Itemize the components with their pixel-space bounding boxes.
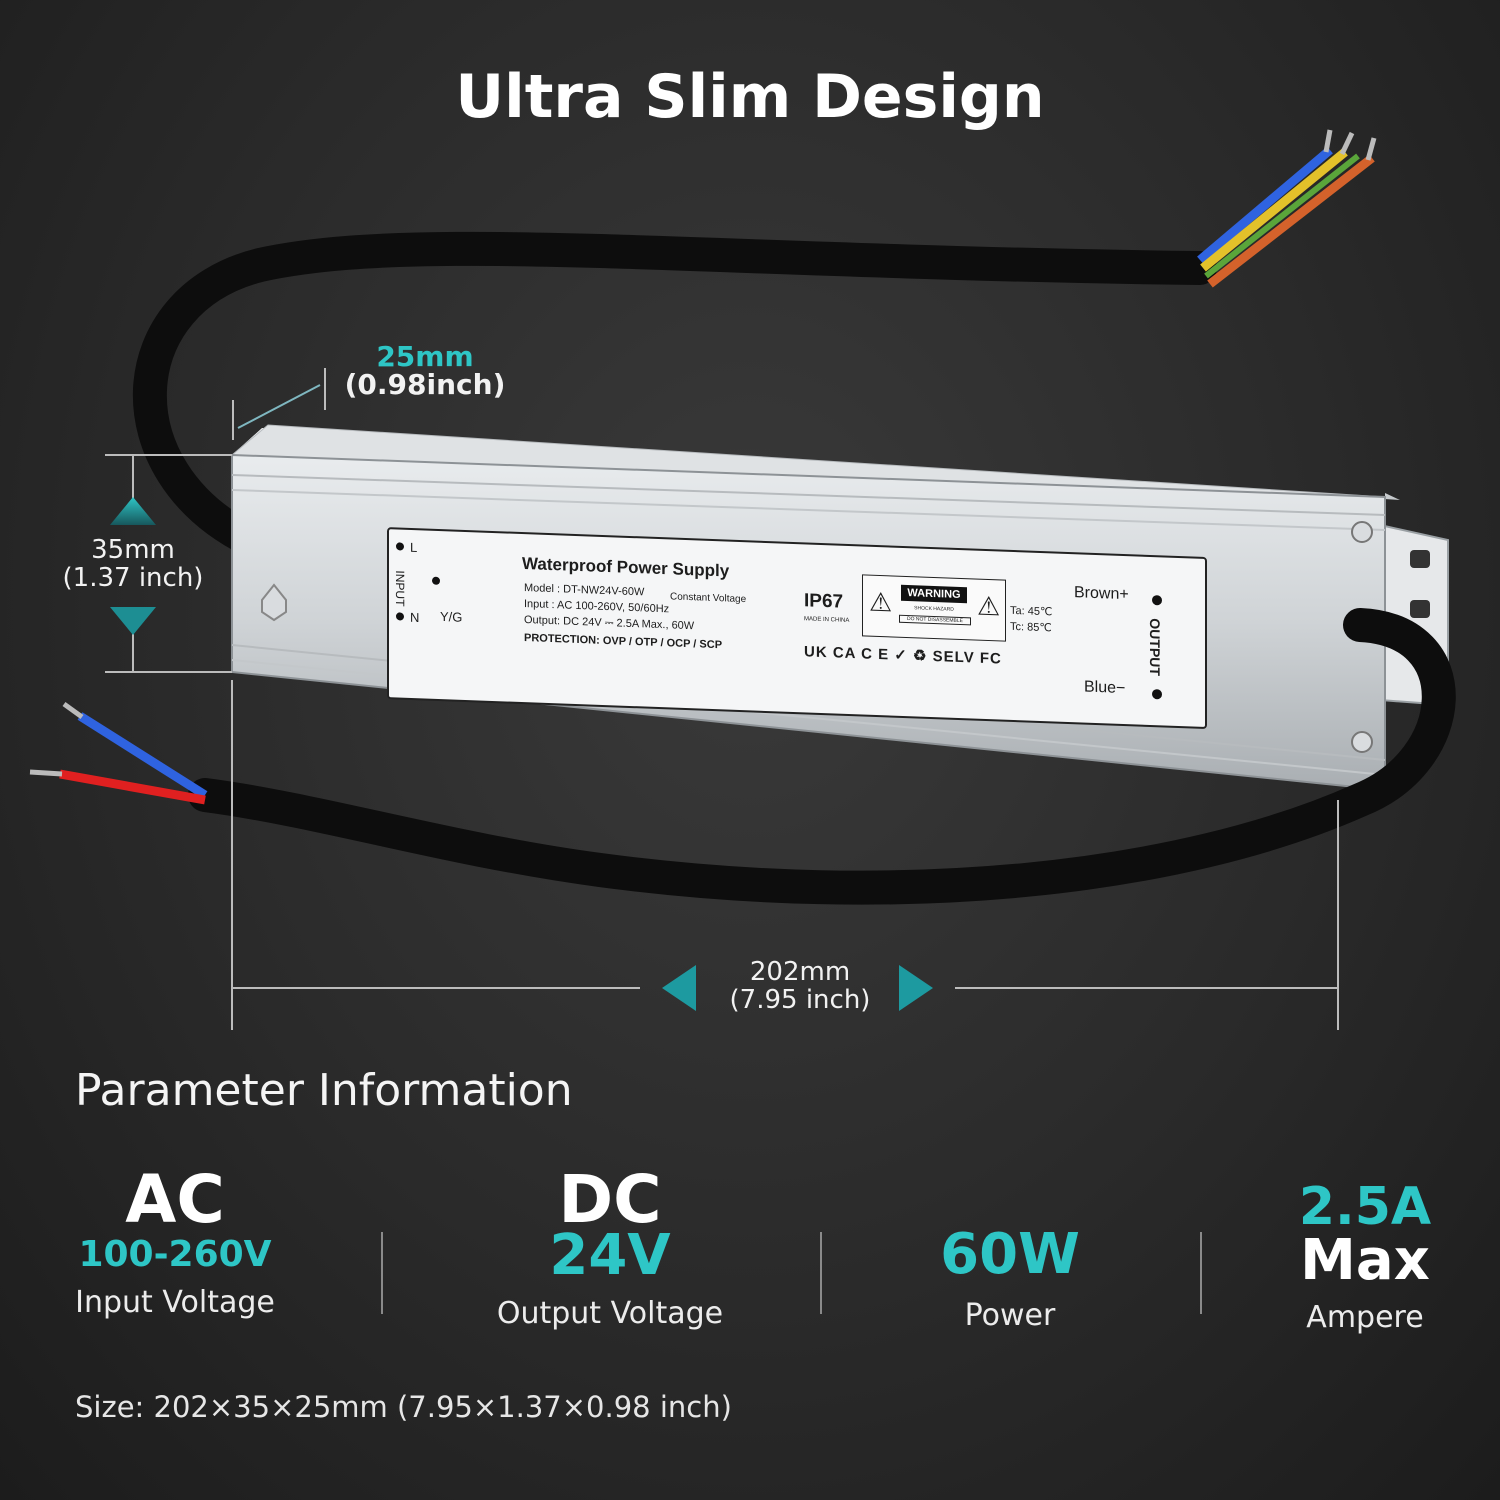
- spec-output-big: DC: [558, 1161, 662, 1238]
- spec-ampere: 2.5A Max Ampere: [1270, 1180, 1460, 1335]
- size-line: Size: 202×35×25mm (7.95×1.37×0.98 inch): [75, 1390, 732, 1424]
- product-label: [387, 527, 1207, 729]
- input-cable: [133, 231, 1217, 557]
- output-cable: [188, 608, 1456, 905]
- depth-label: 25mm (0.98inch): [330, 343, 520, 399]
- spec-input-big: AC: [125, 1161, 225, 1238]
- spec-ampere-caption: Ampere: [1306, 1300, 1424, 1335]
- spec-power: 60W Power: [900, 1222, 1120, 1334]
- spec-ampere-value: 2.5A: [1298, 1177, 1432, 1237]
- length-arrow-left-icon: [662, 965, 696, 1011]
- input-wires: [29, 701, 208, 805]
- depth-mm: 25mm: [376, 340, 474, 373]
- spec-output-value: 24V: [549, 1223, 671, 1288]
- spec-ampere-big: Max: [1300, 1228, 1430, 1293]
- height-arrow-up-icon: [110, 497, 156, 525]
- spec-power-caption: Power: [964, 1298, 1056, 1333]
- divider-3: [1200, 1232, 1202, 1314]
- length-label: 202mm (7.95 inch): [700, 958, 900, 1014]
- spec-output-caption: Output Voltage: [496, 1296, 724, 1331]
- divider-2: [820, 1232, 822, 1314]
- length-in: (7.95 inch): [729, 985, 871, 1015]
- length-mm: 202mm: [749, 957, 851, 987]
- parameter-heading: Parameter Information: [75, 1065, 573, 1116]
- height-label: 35mm (1.37 inch): [48, 536, 218, 592]
- height-mm: 35mm: [91, 535, 175, 565]
- page-title: Ultra Slim Design: [455, 62, 1045, 132]
- depth-in: (0.98inch): [344, 368, 506, 401]
- spec-input-value: 100-260V: [78, 1234, 272, 1275]
- divider-1: [381, 1232, 383, 1314]
- height-in: (1.37 inch): [62, 563, 204, 593]
- length-arrow-right-icon: [899, 965, 933, 1011]
- spec-output-voltage: DC 24V Output Voltage: [480, 1161, 740, 1332]
- spec-power-value: 60W: [940, 1222, 1080, 1287]
- height-arrow-down-icon: [110, 607, 156, 635]
- spec-input-caption: Input Voltage: [75, 1285, 275, 1320]
- spec-input-voltage: AC 100-260V Input Voltage: [60, 1161, 290, 1321]
- output-wires: [1197, 129, 1377, 288]
